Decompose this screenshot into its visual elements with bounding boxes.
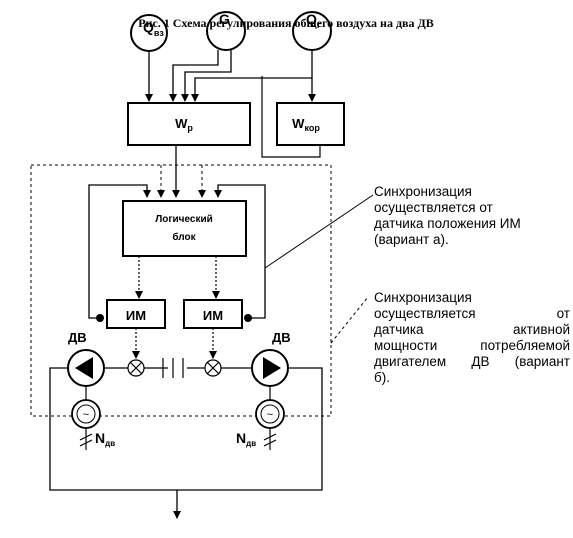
note-a-line-4: (вариант а). <box>374 232 449 247</box>
regulator-block <box>127 102 251 146</box>
sensor-g-letter: G <box>219 11 230 27</box>
damper-right <box>204 359 222 377</box>
sensor-signal-lines <box>145 50 316 102</box>
power-left-label: Nдв <box>95 430 115 448</box>
corrector-label: Wкор <box>292 116 320 133</box>
sensor-q-air-letter: Qвз <box>143 19 164 38</box>
corrector-feedback-line <box>261 76 321 158</box>
note-b-line-1: Синхронизация <box>374 290 472 305</box>
generator-right-symbol: ~ <box>267 409 273 421</box>
note-variant-a: Синхронизация осуществляется от датчика … <box>374 184 566 248</box>
sensor-q-gas-letter: Qг <box>306 11 321 30</box>
logic-block <box>122 200 247 257</box>
corrector-block <box>276 102 345 146</box>
note-a-leader <box>264 194 374 269</box>
actuator-right-label: ИМ <box>203 308 223 323</box>
logic-to-actuator-lines <box>135 256 220 299</box>
motor-left-label: ДВ <box>68 330 87 345</box>
note-b-line-4: мощности потребляемой <box>374 338 570 353</box>
regulator-label: Wр <box>175 116 193 133</box>
outlet-duct <box>49 367 323 519</box>
note-b-leader <box>330 296 369 344</box>
feedback-dot-right <box>244 314 252 322</box>
actuator-to-damper-lines <box>132 328 217 359</box>
note-a-line-1: Синхронизация <box>374 184 472 199</box>
generator-left-symbol: ~ <box>83 409 89 421</box>
feedback-dot-left <box>96 314 104 322</box>
logic-block-label-2: блок <box>172 231 196 243</box>
actuator-left <box>106 299 166 329</box>
variant-b-dashed-loop <box>30 164 332 417</box>
note-a-line-2: осуществляется от <box>374 200 493 215</box>
fan-right <box>251 349 289 387</box>
note-variant-b: Синхронизация осуществляется от датчика … <box>374 290 570 386</box>
logic-block-label-1: Логический <box>155 214 213 225</box>
power-right-label: Nдв <box>236 430 256 448</box>
power-lines <box>79 428 277 450</box>
note-b-line-6: б). <box>374 370 390 385</box>
note-b-line-5: двигателем ДВ (вариант <box>374 354 570 369</box>
note-a-line-3: датчика положения ИМ <box>374 216 521 231</box>
figure-caption: Рис. 1 Схема регулирования общего воздух… <box>138 16 434 30</box>
fan-left <box>67 349 105 387</box>
generator-left <box>71 399 101 429</box>
variant-a-feedback-lines <box>88 184 266 319</box>
motor-right-label: ДВ <box>272 330 291 345</box>
damper-left <box>127 359 145 377</box>
actuator-left-label: ИМ <box>126 308 146 323</box>
note-b-line-2: осуществляется от <box>374 306 570 321</box>
sensor-g <box>206 11 246 51</box>
note-b-line-3: датчика активной <box>374 322 570 337</box>
